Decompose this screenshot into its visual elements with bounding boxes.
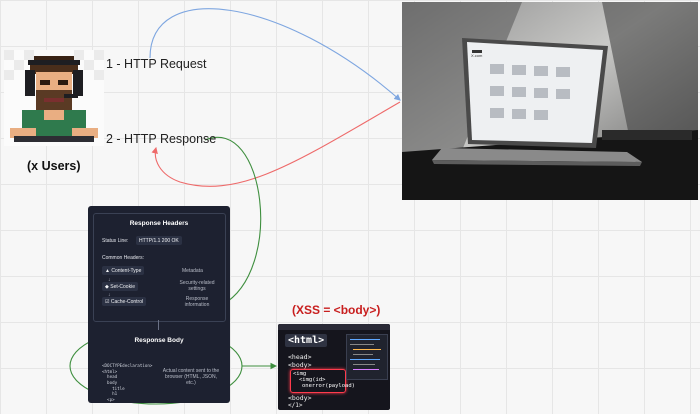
down-arrow: ↓ xyxy=(108,292,111,298)
shield-icon: ◆ xyxy=(105,283,109,290)
payload-box xyxy=(290,369,346,393)
code-line: onerror(payload) xyxy=(302,383,355,389)
users-label: (x Users) xyxy=(27,159,81,173)
response-panel: Response Headers Status Line: HTTP/1.1 2… xyxy=(88,206,230,403)
connector-line xyxy=(158,320,159,330)
code-line: <head> xyxy=(288,353,312,361)
document-icon: ▲ xyxy=(105,267,110,274)
header-chip-content-type: ▲ Content-Type xyxy=(102,266,145,275)
headers-title: Response Headers xyxy=(129,220,189,227)
common-headers-label: Common Headers: xyxy=(102,255,144,261)
code-line: <img xyxy=(293,371,307,377)
response-to-headers-arrow xyxy=(204,136,262,306)
header-chip-set-cookie: ◆ Set-Cookie xyxy=(102,282,138,291)
body-title: Response Body xyxy=(134,337,184,344)
body-code: <DOCTYPEdeclaration><html> head body tit… xyxy=(102,363,153,402)
request-arrow xyxy=(149,8,401,101)
status-label: Status Line: xyxy=(102,238,129,244)
checkbox-icon: ☑ xyxy=(105,298,110,305)
code-line: <body> xyxy=(288,361,312,369)
user-avatar xyxy=(4,50,104,146)
code-line: </1> xyxy=(288,402,303,409)
code-line: <body> xyxy=(288,394,312,402)
laptop-site-logo: X.com xyxy=(471,53,483,58)
devtools-pane xyxy=(346,334,388,380)
header-name: Cache-Control xyxy=(110,298,144,305)
html-tag-badge: <html> xyxy=(285,334,328,347)
xss-label: (XSS = <body>) xyxy=(292,303,381,317)
header-desc: Response information xyxy=(184,296,210,308)
header-desc: Security-related settings xyxy=(179,280,215,292)
response-arrow xyxy=(151,101,401,187)
header-name: Content-Type xyxy=(111,267,142,274)
code-titlebar xyxy=(278,324,390,330)
laptop-photo: X.com xyxy=(402,2,698,200)
status-value: HTTP/1.1 200 OK xyxy=(136,236,182,245)
down-arrow: ↓ xyxy=(108,277,111,283)
header-desc: Metadata xyxy=(182,268,203,274)
request-label: 1 - HTTP Request xyxy=(106,57,207,71)
headers-box xyxy=(93,213,226,322)
response-label: 2 - HTTP Response xyxy=(106,132,217,146)
body-desc: Actual content sent to the browser (HTML… xyxy=(162,368,220,386)
header-name: Set-Cookie xyxy=(110,283,135,290)
code-line: <img(id> xyxy=(299,377,326,383)
html-code-screenshot: <html> <head> <body> <img <img(id> onerr… xyxy=(278,324,390,410)
header-chip-cache-control: ☑ Cache-Control xyxy=(102,297,147,306)
